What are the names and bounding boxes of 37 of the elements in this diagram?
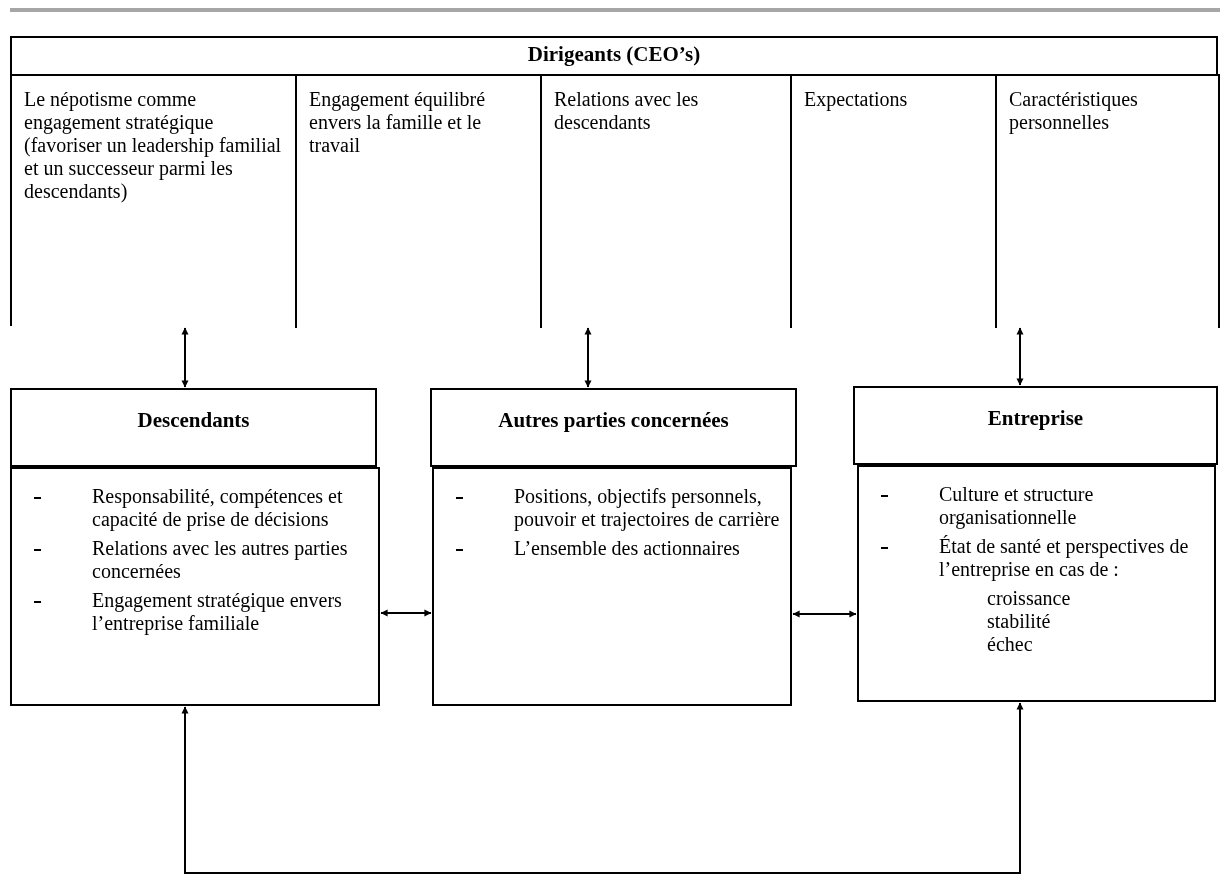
cell-text: Caractéristiques personnelles (1009, 88, 1139, 134)
list-item: Relations avec les autres parties concernées (92, 537, 349, 583)
double-arrow (792, 610, 857, 618)
table-cell (297, 74, 542, 328)
content-box (857, 465, 1216, 702)
content-box (432, 467, 792, 706)
header-box (430, 388, 797, 467)
table-cell (542, 74, 792, 328)
table-cell (12, 74, 297, 328)
box-title: Entreprise (986, 406, 1085, 431)
cell-text: Engagement équilibré envers la famille et le travail (309, 88, 487, 157)
list-item: Positions, objectifs personnels, pouvoir et trajectoires de carrière (514, 485, 781, 531)
list-item: Culture et structure organisationnelle (939, 483, 1095, 529)
list-item: État de santé et perspectives de l’entreprise en cas de : (939, 535, 1190, 581)
list-item: L’ensemble des actionnaires (514, 537, 741, 560)
box-title: Descendants (136, 408, 251, 433)
header-box (853, 386, 1218, 465)
double-arrow (380, 609, 432, 617)
table-heading: Dirigeants (CEO’s) (526, 42, 702, 67)
double-arrow (1016, 327, 1024, 386)
table-cell (997, 74, 1220, 328)
list-item: Responsabilité, compétences et capacité de prise de décisions (92, 485, 344, 531)
cell-text: Expectations (804, 88, 909, 111)
double-arrow (181, 327, 189, 388)
cell-text: Relations avec les descendants (554, 88, 700, 134)
list-item: Engagement stratégique envers l’entreprise familiale (92, 589, 343, 635)
list-item: échec (987, 633, 1034, 656)
list-item: croissance (987, 587, 1072, 610)
double-arrow (181, 702, 1024, 874)
cell-text: Le népotisme comme engagement stratégique (favoriser un leadership familial et un successeur parmi les descendants) (24, 88, 283, 203)
content-box (10, 467, 380, 706)
header-box (10, 388, 377, 467)
table-cell (792, 74, 997, 328)
box-title: Autres parties concernées (497, 408, 730, 433)
list-item: stabilité (987, 610, 1052, 633)
table-frame (10, 36, 1218, 326)
double-arrow (584, 327, 592, 388)
